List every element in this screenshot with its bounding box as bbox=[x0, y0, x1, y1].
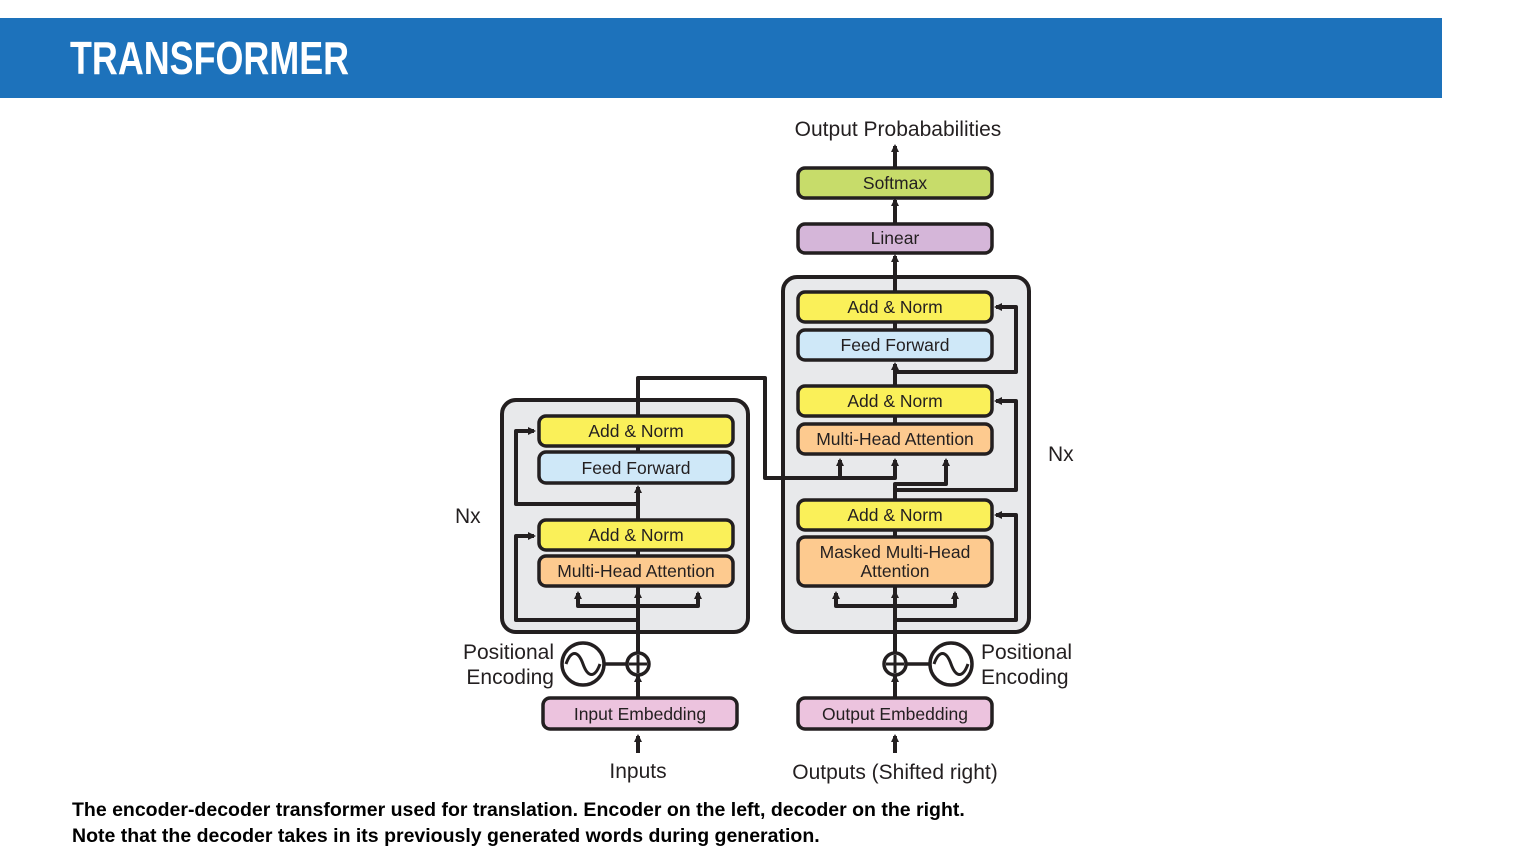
decoder-multi-head-attention bbox=[796, 422, 994, 456]
encoder-feed-forward-label: Feed Forward bbox=[582, 458, 691, 478]
output-embedding bbox=[796, 696, 994, 731]
encoder-attention-label: Multi-Head Attention bbox=[557, 561, 715, 581]
input-embedding bbox=[541, 696, 739, 731]
linear-label: Linear bbox=[871, 228, 920, 248]
encoder-add-norm-top bbox=[537, 414, 735, 448]
encoder-repeat-label: Nx bbox=[455, 505, 481, 528]
softmax-label: Softmax bbox=[863, 173, 927, 193]
decoder-add-norm-top bbox=[796, 290, 994, 324]
title-bar: TRANSFORMER bbox=[0, 18, 1442, 98]
caption-line-2: Note that the decoder takes in its previ… bbox=[72, 825, 820, 847]
encoder-positional-label-line1: Positional bbox=[463, 641, 554, 664]
caption-line-1: The encoder-decoder transformer used for… bbox=[72, 799, 965, 821]
decoder-repeat-label: Nx bbox=[1048, 443, 1074, 466]
encoder-positional-label-line2: Encoding bbox=[466, 666, 554, 689]
decoder-add-norm-top-label: Add & Norm bbox=[847, 297, 942, 317]
encoder-add-norm-top-label: Add & Norm bbox=[588, 421, 683, 441]
output-probabilities-label: Output Probababilities bbox=[795, 118, 1002, 141]
encoder-feed-forward bbox=[537, 450, 735, 485]
input-embedding-label: Input Embedding bbox=[574, 704, 706, 724]
decoder-positional-label-line1: Positional bbox=[981, 641, 1072, 664]
linear-block bbox=[796, 222, 994, 255]
inputs-label: Inputs bbox=[609, 760, 666, 783]
decoder-positional-label-line2: Encoding bbox=[981, 666, 1069, 689]
decoder-add-norm-bottom bbox=[796, 498, 994, 532]
masked-attention-label-line2: Attention bbox=[860, 561, 929, 581]
decoder-add-norm-bottom-label: Add & Norm bbox=[847, 505, 942, 525]
decoder-add-norm-mid-label: Add & Norm bbox=[847, 391, 942, 411]
page-title: TRANSFORMER bbox=[70, 32, 350, 84]
decoder-attention-label: Multi-Head Attention bbox=[816, 429, 974, 449]
decoder-feed-forward bbox=[796, 328, 994, 362]
masked-attention-label-line1: Masked Multi-Head bbox=[820, 542, 971, 562]
output-embedding-label: Output Embedding bbox=[822, 704, 968, 724]
encoder-add-norm-bottom-label: Add & Norm bbox=[588, 525, 683, 545]
decoder-masked-attention bbox=[796, 535, 994, 588]
decoder-feed-forward-label: Feed Forward bbox=[841, 335, 950, 355]
encoder-add-norm-bottom bbox=[537, 518, 735, 552]
softmax-block bbox=[796, 166, 994, 200]
encoder-multi-head-attention bbox=[537, 554, 735, 588]
decoder-add-norm-mid bbox=[796, 384, 994, 418]
outputs-shifted-label: Outputs (Shifted right) bbox=[792, 761, 997, 784]
